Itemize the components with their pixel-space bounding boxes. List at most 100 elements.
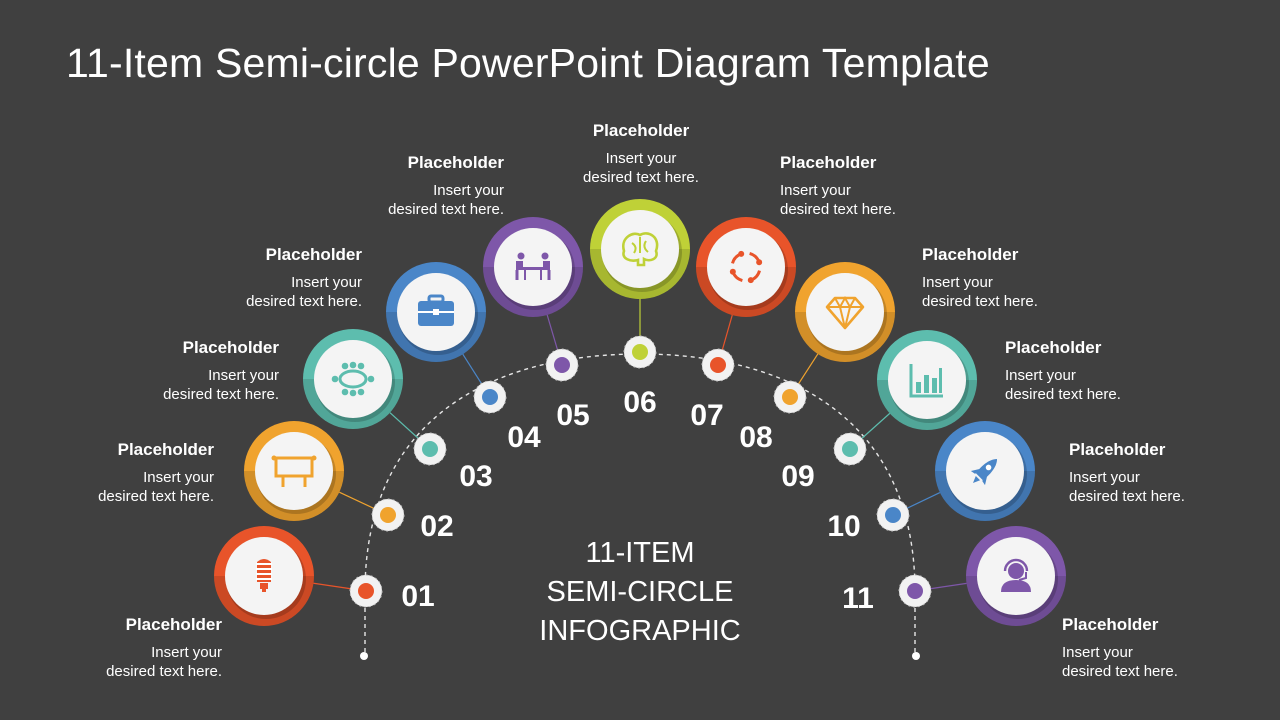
step-number-05: 05	[556, 399, 590, 432]
item-desc-line2-07: desired text here.	[780, 201, 896, 218]
item-desc-line2-09: desired text here.	[1005, 386, 1121, 403]
item-desc-08: Insert your desired text here.	[922, 273, 1038, 311]
arc-marker-fill-03	[422, 441, 438, 457]
billboard-icon	[271, 455, 317, 487]
rocket-icon	[970, 458, 998, 486]
item-desc-06: Insert your desired text here.	[561, 149, 721, 187]
arc-marker-fill-01	[358, 583, 374, 599]
bar-chart-icon	[909, 364, 943, 398]
item-label-11: Placeholder Insert your desired text here…	[1062, 614, 1178, 681]
item-desc-07: Insert your desired text here.	[780, 181, 896, 219]
center-caption-line3: INFOGRAPHIC	[539, 615, 741, 647]
item-desc-line2-11: desired text here.	[1062, 663, 1178, 680]
conference-table-icon	[331, 361, 375, 397]
item-desc-09: Insert your desired text here.	[1005, 366, 1121, 404]
arc-marker-fill-02	[380, 507, 396, 523]
step-number-07: 07	[690, 399, 724, 432]
item-desc-line2-04: desired text here.	[246, 293, 362, 310]
item-desc-line1-05: Insert your	[433, 182, 504, 199]
item-desc-line2-03: desired text here.	[163, 386, 279, 403]
item-heading-02: Placeholder	[117, 440, 214, 459]
lightbulb-icon	[256, 559, 272, 592]
step-number-06: 06	[623, 386, 657, 419]
step-number-03: 03	[459, 460, 493, 493]
step-number-09: 09	[781, 460, 815, 493]
item-heading-07: Placeholder	[780, 153, 877, 172]
item-label-06: Placeholder Insert your desired text here…	[561, 120, 721, 187]
step-number-08: 08	[739, 421, 773, 454]
item-disc-03	[314, 340, 392, 418]
item-heading-01: Placeholder	[125, 615, 222, 634]
briefcase-icon	[418, 294, 454, 326]
arc-marker-fill-08	[782, 389, 798, 405]
item-label-01: Placeholder Insert your desired text here…	[106, 614, 222, 681]
step-number-02: 02	[420, 510, 454, 543]
item-label-04: Placeholder Insert your desired text here…	[246, 244, 362, 311]
step-number-01: 01	[401, 580, 435, 613]
item-desc-line2-01: desired text here.	[106, 663, 222, 680]
center-caption-line2: SEMI-CIRCLE	[546, 576, 734, 608]
item-label-08: Placeholder Insert your desired text here…	[922, 244, 1038, 311]
item-disc-02	[255, 432, 333, 510]
item-disc-08	[806, 273, 884, 351]
item-desc-11: Insert your desired text here.	[1062, 643, 1178, 681]
page-title: 11-Item Semi-circle PowerPoint Diagram T…	[66, 40, 990, 86]
meeting-icon	[515, 252, 551, 280]
item-desc-line2-10: desired text here.	[1069, 488, 1185, 505]
center-caption: 11-ITEM SEMI-CIRCLE INFOGRAPHIC	[490, 534, 790, 651]
item-desc-line2-06: desired text here.	[583, 169, 699, 186]
step-number-04: 04	[507, 421, 541, 454]
item-desc-line1-07: Insert your	[780, 182, 851, 199]
center-caption-line1: 11-ITEM	[585, 537, 695, 569]
step-number-10: 10	[827, 510, 861, 543]
arc-marker-fill-04	[482, 389, 498, 405]
item-desc-line1-06: Insert your	[605, 150, 677, 167]
item-label-05: Placeholder Insert your desired text here…	[388, 152, 504, 219]
item-heading-03: Placeholder	[182, 338, 279, 357]
item-label-03: Placeholder Insert your desired text here…	[163, 337, 279, 404]
item-desc-10: Insert your desired text here.	[1069, 468, 1185, 506]
item-desc-line1-08: Insert your	[922, 274, 993, 291]
right-stem-end-dot	[912, 652, 920, 660]
item-desc-line1-09: Insert your	[1005, 367, 1076, 384]
arc-marker-fill-09	[842, 441, 858, 457]
item-desc-02: Insert your desired text here.	[98, 468, 214, 506]
left-stem-end-dot	[360, 652, 368, 660]
item-heading-05: Placeholder	[407, 153, 504, 172]
item-desc-line2-08: desired text here.	[922, 293, 1038, 310]
item-desc-line1-11: Insert your	[1062, 644, 1133, 661]
item-desc-line1-10: Insert your	[1069, 469, 1140, 486]
item-desc-line2-02: desired text here.	[98, 488, 214, 505]
arc-marker-fill-07	[710, 357, 726, 373]
item-desc-03: Insert your desired text here.	[163, 366, 279, 404]
item-label-09: Placeholder Insert your desired text here…	[1005, 337, 1121, 404]
arc-marker-fill-05	[554, 357, 570, 373]
diamond-icon	[825, 295, 865, 330]
arc-marker-fill-11	[907, 583, 923, 599]
item-desc-line1-03: Insert your	[208, 367, 279, 384]
brain-icon	[622, 232, 659, 267]
item-desc-line2-05: desired text here.	[388, 201, 504, 218]
item-heading-08: Placeholder	[922, 245, 1019, 264]
item-heading-09: Placeholder	[1005, 338, 1102, 357]
item-heading-10: Placeholder	[1069, 440, 1166, 459]
arc-marker-fill-06	[632, 344, 648, 360]
item-heading-04: Placeholder	[265, 245, 362, 264]
item-desc-01: Insert your desired text here.	[106, 643, 222, 681]
item-desc-line1-01: Insert your	[151, 644, 222, 661]
item-label-02: Placeholder Insert your desired text here…	[98, 439, 214, 506]
item-desc-line1-04: Insert your	[291, 274, 362, 291]
dashed-arc	[364, 353, 916, 593]
item-disc-07	[707, 228, 785, 306]
item-label-07: Placeholder Insert your desired text here…	[780, 152, 896, 219]
item-heading-11: Placeholder	[1062, 615, 1159, 634]
item-heading-06: Placeholder	[592, 121, 690, 140]
arc-marker-fill-10	[885, 507, 901, 523]
item-desc-line1-02: Insert your	[143, 469, 214, 486]
support-agent-icon	[1001, 558, 1031, 592]
item-desc-05: Insert your desired text here.	[388, 181, 504, 219]
item-desc-04: Insert your desired text here.	[246, 273, 362, 311]
item-label-10: Placeholder Insert your desired text here…	[1069, 439, 1185, 506]
cycle-arrows-icon	[729, 250, 763, 284]
